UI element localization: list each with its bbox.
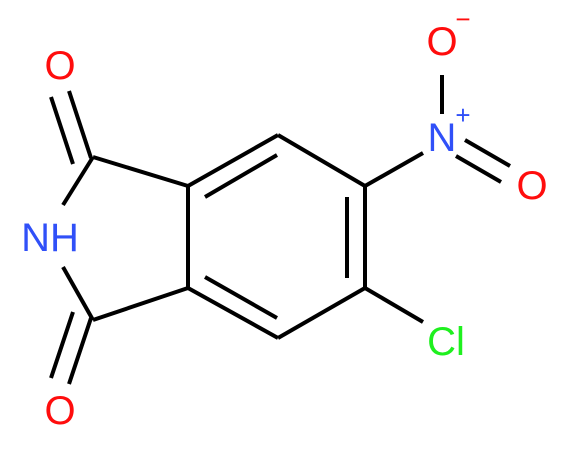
charge-plus: +: [455, 100, 470, 130]
bond-ring-top-inner: [203, 153, 279, 199]
bond-n-o-right-b: [454, 154, 503, 184]
bond-co-bottom-a: [67, 317, 93, 385]
bond-c3-ring: [92, 286, 189, 322]
bond-ring-bottom-inner: [204, 275, 278, 320]
atom-cl: Cl: [427, 320, 465, 364]
atom-n-nitro: N: [428, 116, 457, 160]
atom-o-nitro-top: O: [426, 20, 457, 64]
bond-ring-lower-right: [277, 286, 366, 340]
bond-ring-cl: [363, 286, 425, 324]
bond-ring-bottom: [187, 286, 279, 340]
atom-o-top: O: [44, 44, 75, 88]
bond-n-o-right-a: [463, 138, 512, 168]
atom-nh: NH: [21, 216, 79, 260]
charge-minus: −: [455, 4, 470, 34]
atom-o-nitro-right: O: [516, 164, 547, 208]
bond-co-top-b: [49, 96, 75, 165]
bond-c1-nh: [61, 155, 95, 207]
bond-ring-upper-right: [276, 133, 367, 188]
bond-co-bottom-b: [49, 311, 75, 379]
bond-c1-ring: [92, 155, 189, 188]
atom-o-bottom: O: [44, 389, 75, 433]
bond-ring-nitro: [364, 151, 424, 188]
bond-ring-top: [187, 133, 279, 188]
bond-co-top-a: [67, 90, 93, 159]
bond-nh-c3: [61, 266, 95, 321]
